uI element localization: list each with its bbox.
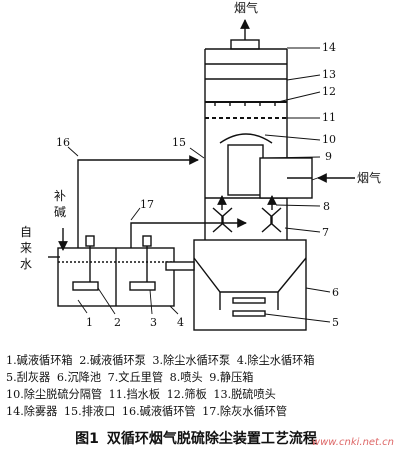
legend-item: 16.碱液循环管 (121, 405, 196, 418)
callout-11: 11 (322, 111, 336, 124)
callout-16: 16 (56, 136, 70, 149)
legend-item: 17.除灰水循环管 (202, 405, 288, 418)
callout-2: 2 (114, 316, 121, 329)
figure-title: 双循环烟气脱硫除尘装置工艺流程 (106, 431, 317, 447)
pumps (72, 235, 156, 291)
demister (205, 63, 287, 80)
water-baffle (219, 133, 273, 144)
circulation-tanks (57, 247, 175, 307)
callout-9: 9 (325, 150, 332, 163)
legend-row: 14.除雾器 15.排液口 16.碱液循环管 17.除灰水循环管 (6, 403, 398, 420)
legend-item: 15.排液口 (63, 405, 116, 418)
legend-item: 5.刮灰器 (6, 371, 51, 384)
legend-row: 10.除尘脱硫分隔管 11.挡水板 12.筛板 13.脱硫喷头 (6, 386, 398, 403)
callout-7: 7 (322, 226, 329, 239)
settling-tank (193, 239, 307, 331)
callout-8: 8 (323, 200, 330, 213)
callout-6: 6 (332, 286, 339, 299)
legend-item: 10.除尘脱硫分隔管 (6, 388, 103, 401)
callout-4: 4 (177, 316, 184, 329)
callout-12: 12 (322, 85, 336, 98)
legend-item: 6.沉降池 (56, 371, 102, 384)
chimney-outlet (230, 19, 260, 50)
component-legend: 1.碱液循环箱 2.碱液循环泵 3.除尘水循环泵 4.除尘水循环箱 5.刮灰器 … (6, 352, 398, 420)
legend-item: 2.碱液循环泵 (79, 354, 146, 367)
venturi-tubes (204, 198, 288, 240)
legend-item: 11.挡水板 (108, 388, 161, 401)
makeup-alkali-label-2: 碱 (54, 205, 66, 219)
tap-water-label-2: 来 (20, 241, 32, 255)
legend-item: 12.筛板 (166, 388, 207, 401)
spray-nozzles (217, 195, 277, 210)
alkali-circulation-pipe (77, 155, 199, 248)
callout-14: 14 (322, 41, 336, 54)
callout-1: 1 (86, 316, 93, 329)
legend-item: 4.除尘水循环箱 (236, 354, 315, 367)
callout-leaders (67, 47, 331, 323)
ash-scraper (232, 297, 266, 317)
separator-pipe (227, 144, 264, 196)
legend-item: 8.喷头 (169, 371, 203, 384)
legend-row: 5.刮灰器 6.沉降池 7.文丘里管 8.喷头 9.静压箱 (6, 369, 398, 386)
callout-15: 15 (172, 136, 186, 149)
figure-caption: 图1 双循环烟气脱硫除尘装置工艺流程 (0, 428, 400, 448)
callout-10: 10 (322, 133, 336, 146)
legend-row: 1.碱液循环箱 2.碱液循环泵 3.除尘水循环泵 4.除尘水循环箱 (6, 352, 398, 369)
process-flow-diagram: 烟气 烟气 补 碱 自 来 水 14 13 12 11 10 9 8 7 6 5… (20, 0, 381, 331)
tap-water-label-3: 水 (20, 257, 32, 271)
smoke-in-label: 烟气 (357, 170, 381, 185)
makeup-alkali-label-1: 补 (54, 189, 66, 203)
desulfurization-nozzles (205, 101, 287, 106)
legend-item: 13.脱硫喷头 (213, 388, 276, 401)
smoke-out-label: 烟气 (234, 0, 258, 15)
legend-item: 14.除雾器 (6, 405, 58, 418)
callout-17: 17 (140, 198, 154, 211)
legend-item: 1.碱液循环箱 (6, 354, 73, 367)
tap-water-label-1: 自 (20, 225, 32, 239)
callout-13: 13 (322, 68, 336, 81)
figure-number: 图1 (75, 431, 99, 447)
watermark: www.cnki.net.cn (311, 437, 394, 448)
legend-item: 3.除尘水循环泵 (152, 354, 231, 367)
ash-water-circulation-pipe (130, 218, 247, 248)
callout-3: 3 (150, 316, 157, 329)
overflow-pipe (165, 261, 195, 271)
legend-item: 7.文丘里管 (107, 371, 164, 384)
callout-5: 5 (332, 316, 339, 329)
legend-item: 9.静压箱 (209, 371, 254, 384)
